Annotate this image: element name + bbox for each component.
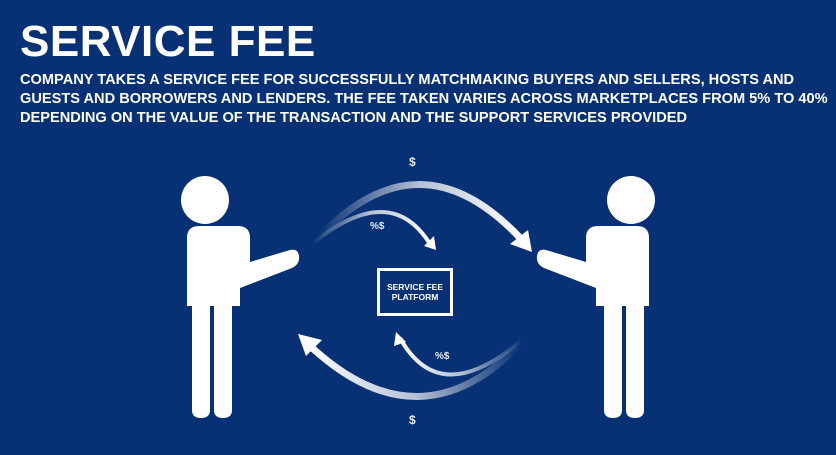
platform-label: SERVICE FEE PLATFORM — [386, 282, 444, 302]
bottom-fee-arrow-icon — [394, 332, 524, 377]
bottom-payment-label: $ — [409, 413, 416, 427]
top-fee-arrow-icon — [310, 210, 436, 250]
seller-person-icon — [536, 176, 666, 418]
top-fee-label: %$ — [370, 221, 385, 232]
bottom-payment-arrow-icon — [298, 334, 525, 400]
bottom-fee-label: %$ — [435, 351, 450, 362]
buyer-person-icon — [170, 176, 300, 418]
service-fee-platform-box: SERVICE FEE PLATFORM — [377, 268, 453, 316]
top-payment-arrow-icon — [315, 181, 532, 252]
page-title: SERVICE FEE — [20, 17, 316, 66]
page-description: COMPANY TAKES A SERVICE FEE FOR SUCCESSF… — [20, 72, 828, 126]
top-payment-label: $ — [409, 155, 416, 169]
